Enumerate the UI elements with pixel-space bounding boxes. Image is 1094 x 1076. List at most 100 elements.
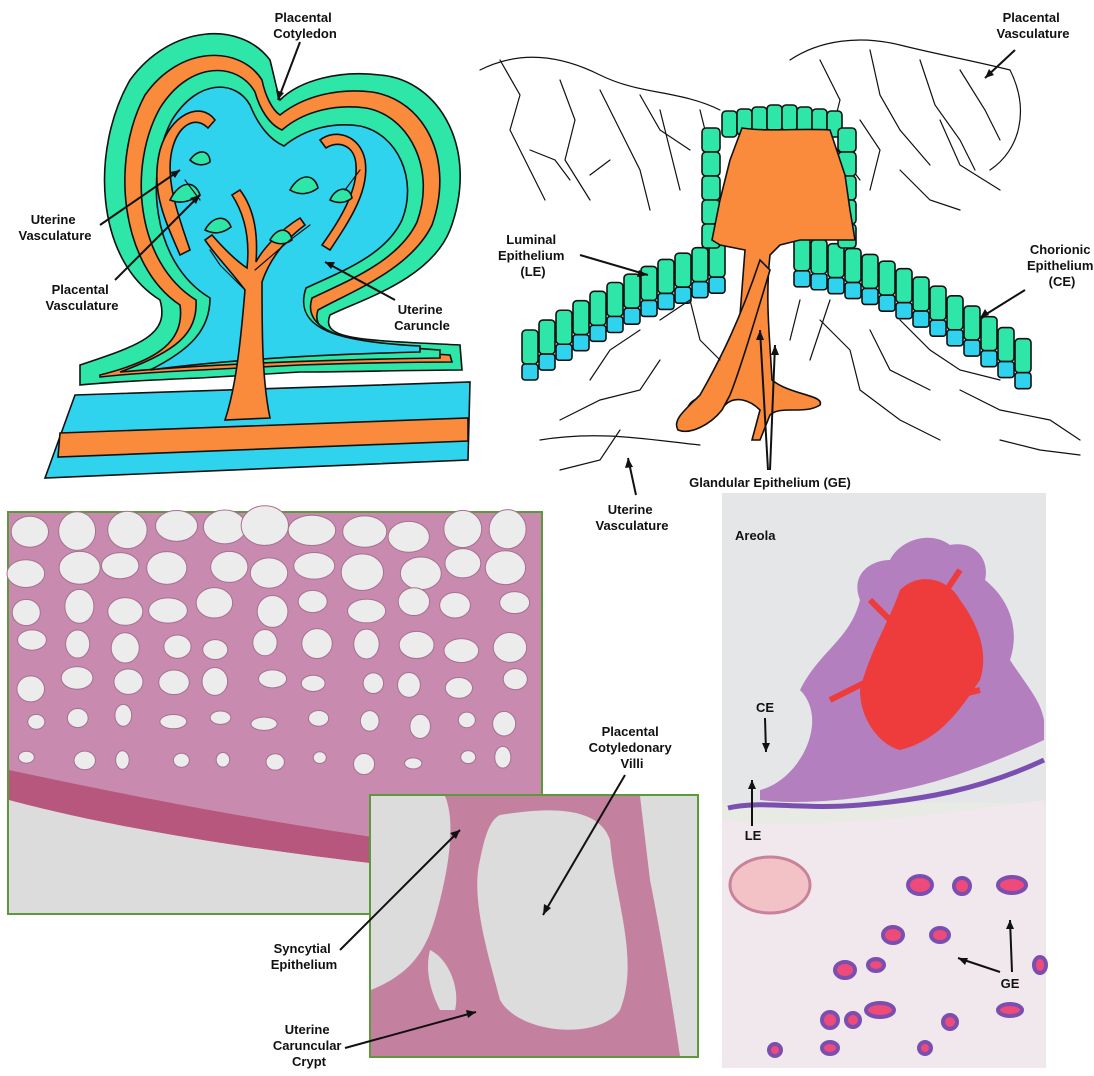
chorionic-cell	[964, 306, 980, 340]
gland-cross-section	[943, 1015, 957, 1029]
gland-cross-section	[954, 878, 970, 894]
arrowhead-glandular-epithelium-2	[771, 345, 779, 355]
chorionic-cell	[522, 330, 538, 364]
villus-lumen	[309, 710, 329, 726]
villus-lumen	[405, 758, 422, 769]
villus-lumen	[500, 592, 530, 614]
label-uterine-caruncle-l1: Uterine	[398, 302, 443, 317]
label-chorionic-epithelium-l2: Epithelium	[1027, 258, 1093, 273]
luminal-cell	[556, 344, 572, 360]
villus-lumen	[61, 667, 93, 690]
gland-cross-section	[835, 962, 855, 978]
villus-lumen	[398, 672, 421, 697]
villus-lumen	[211, 551, 248, 582]
luminal-cell	[998, 362, 1014, 378]
label-luminal-epithelium-l1: Luminal	[506, 232, 556, 247]
villus-lumen	[298, 590, 327, 612]
villus-lumen	[363, 673, 383, 694]
svg-text:Uterine Caruncular: Uterine Caruncular Crypt	[273, 1022, 345, 1069]
villus-side-cell	[838, 128, 856, 152]
villus-lumen	[493, 711, 516, 736]
villus-lumen	[59, 551, 100, 584]
gland-cross-section	[931, 928, 949, 942]
luminal-cell	[981, 351, 997, 367]
villus-lumen	[149, 598, 188, 623]
label-uterine-vasculature-b-l2: Vasculature	[596, 518, 669, 533]
chorionic-cell	[641, 266, 657, 300]
label-uterine-vasculature-a-l1: Uterine	[31, 212, 76, 227]
chorionic-cell	[590, 291, 606, 325]
label-placental-cotyledon-l1: Placental	[275, 10, 332, 25]
chorionic-cell	[539, 320, 555, 354]
villus-lumen	[250, 558, 287, 588]
villus-lumen	[251, 717, 277, 730]
svg-text:Placental Vasculature: Placental Vasculature	[997, 10, 1070, 41]
villus-lumen	[12, 599, 40, 625]
label-uterine-caruncular-crypt-l1: Uterine	[285, 1022, 330, 1037]
label-placental-cotyledonary-villi-l3: Villi	[621, 756, 644, 771]
villus-lumen	[101, 553, 138, 579]
villus-cap-cell	[767, 105, 782, 131]
villus-lumen	[111, 633, 139, 663]
svg-text:Uterine Vasculature: Uterine Vasculature	[596, 502, 669, 533]
gland-cross-section	[822, 1042, 838, 1054]
svg-text:Placental Cotyledon: Placental Cotyledon	[273, 10, 337, 41]
svg-text:Syncytial Epithelium: Syncytial Epithelium	[271, 941, 337, 972]
gland-cross-section	[998, 1004, 1022, 1016]
villus-lumen	[341, 554, 383, 591]
luminal-cell	[794, 271, 810, 287]
villus-lumen	[302, 629, 332, 659]
villus-lumen	[11, 516, 48, 547]
villus-lumen	[410, 714, 431, 738]
label-luminal-epithelium-l3: (LE)	[520, 264, 545, 279]
villus-lumen	[147, 552, 187, 585]
chorionic-cell	[879, 261, 895, 295]
arrow-luminal-epithelium	[580, 255, 648, 275]
chorionic-cell	[675, 253, 691, 287]
villus-side-cell	[702, 152, 720, 176]
label-uterine-caruncle-l2: Caruncle	[394, 318, 450, 333]
villus-lumen	[444, 639, 479, 663]
label-placental-vasculature-a-l1: Placental	[52, 282, 109, 297]
svg-text:Chorionic Epithelium: Chorionic Epithelium (CE)	[1027, 242, 1094, 289]
chorionic-cell	[556, 310, 572, 344]
label-chorionic-epithelium-l1: Chorionic	[1030, 242, 1091, 257]
svg-text:Placental Cotyledonary: Placental Cotyledonary Villi	[589, 724, 676, 771]
villus-lumen	[65, 589, 94, 623]
luminal-cell	[913, 311, 929, 327]
label-placental-vasculature-b-l2: Vasculature	[997, 26, 1070, 41]
panel-b-epithelium-diagram: Placental Vasculature Luminal Epithelium…	[480, 10, 1094, 533]
villus-lumen	[241, 506, 288, 546]
chorionic-cell	[692, 248, 708, 282]
villus-lumen	[159, 670, 190, 695]
chorionic-cell	[658, 259, 674, 293]
luminal-cell	[692, 282, 708, 298]
gland-cross-section	[908, 876, 932, 894]
villus-cap-cell	[782, 105, 797, 131]
villus-lumen	[258, 670, 286, 688]
luminal-cell	[811, 274, 827, 290]
villus-lumen	[18, 751, 34, 763]
villus-lumen	[108, 598, 143, 626]
villus-lumen	[493, 632, 526, 662]
villus-lumen	[18, 630, 47, 650]
large-vessel	[730, 857, 810, 913]
chorionic-cell	[624, 274, 640, 308]
villus-lumen	[160, 715, 187, 729]
label-placental-vasculature-a-l2: Vasculature	[46, 298, 119, 313]
chorionic-cell	[947, 296, 963, 330]
luminal-cell	[896, 303, 912, 319]
luminal-cell	[624, 308, 640, 324]
villus-side-cell	[702, 128, 720, 152]
luminal-cell	[930, 320, 946, 336]
villus-lumen	[485, 551, 525, 585]
gland-cross-section	[1034, 957, 1046, 973]
gland-cross-section	[769, 1044, 781, 1056]
panel-d-areola-histology: Areola CE LE GE	[722, 493, 1046, 1068]
villus-lumen	[202, 667, 228, 695]
villus-lumen	[28, 714, 45, 729]
luminal-cell	[590, 325, 606, 341]
gland-cross-section	[998, 877, 1026, 893]
luminal-cell	[522, 364, 538, 380]
